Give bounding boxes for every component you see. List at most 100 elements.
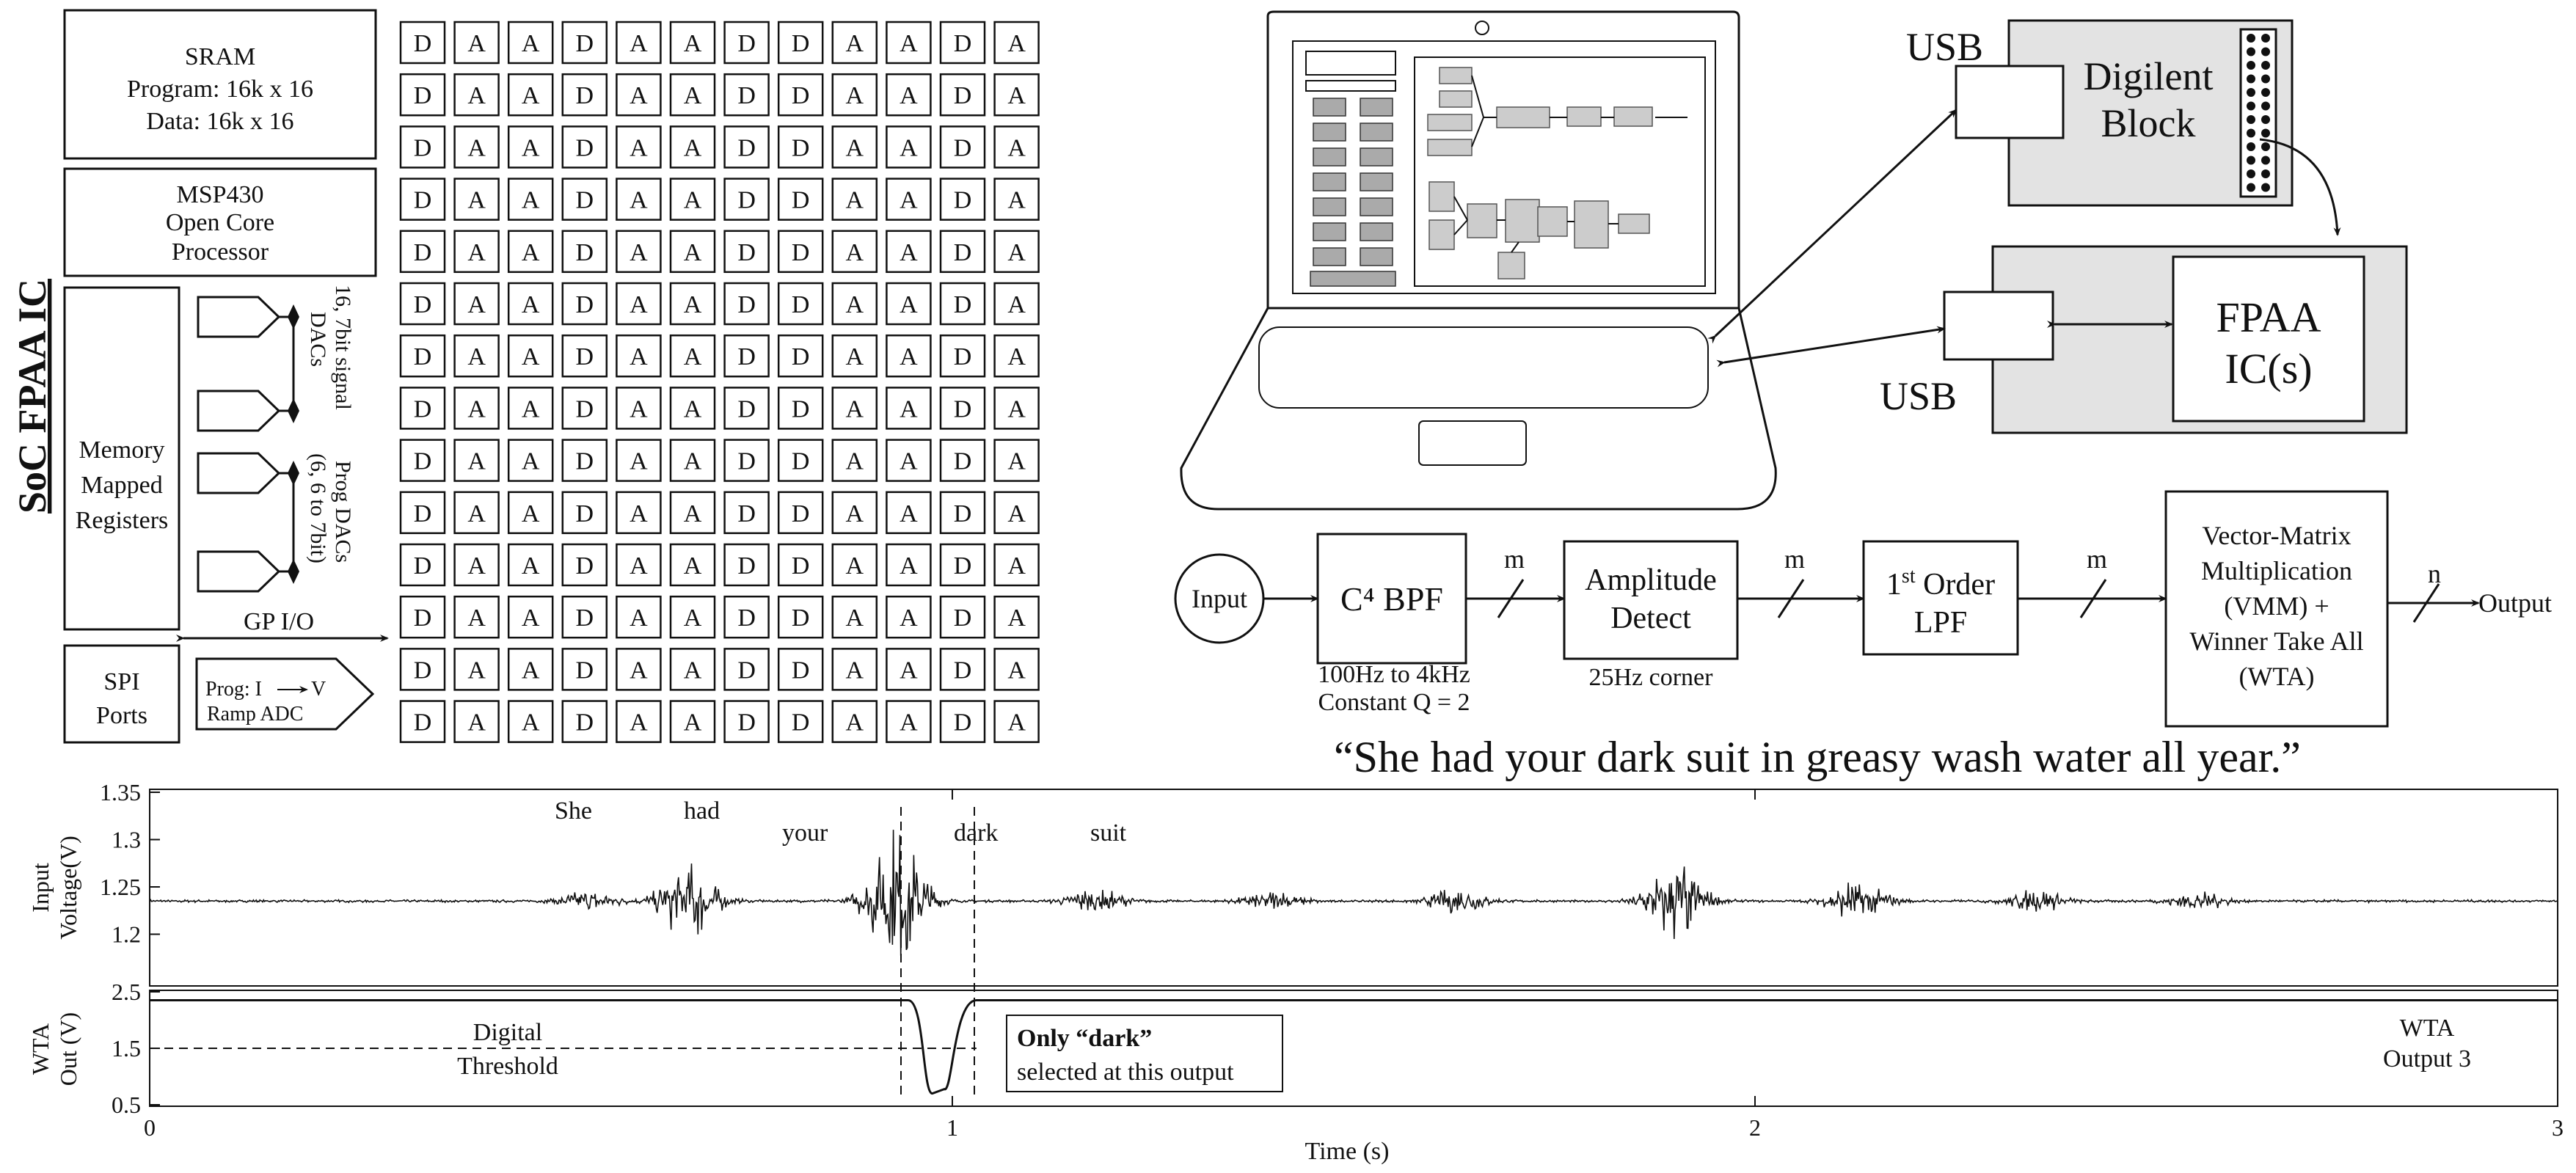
- grid-cell-analog: [453, 700, 500, 743]
- grid-cell-analog: [453, 648, 500, 691]
- grid-cell-letter: A: [900, 291, 918, 318]
- grid-cell-letter: A: [684, 134, 702, 161]
- grid-cell-letter: D: [954, 30, 972, 57]
- grid-cell-analog: [831, 491, 878, 535]
- usb-label-top: USB: [1906, 25, 1983, 69]
- laptop-keyboard: [1258, 326, 1709, 409]
- grid-cell-analog: [886, 491, 932, 535]
- grid-cell-analog: [453, 230, 500, 274]
- grid-cell-analog: [507, 700, 554, 743]
- wta-y-tick-label: 1.5: [112, 1035, 141, 1061]
- msp430-core: Open Core: [166, 209, 274, 236]
- grid-cell-letter: A: [846, 604, 864, 632]
- grid-cell-letter: A: [522, 395, 540, 423]
- grid-cell-digital: [561, 439, 608, 482]
- grid-cell-analog: [507, 543, 554, 587]
- grid-cell-digital: [723, 178, 770, 221]
- grid-cell-analog: [886, 125, 932, 169]
- amp-label-2: Detect: [1610, 602, 1691, 635]
- grid-cell-analog: [993, 491, 1040, 535]
- digilent-label-1: Digilent: [2084, 54, 2214, 98]
- grid-cell-analog: [886, 700, 932, 743]
- grid-cell-digital: [939, 700, 986, 743]
- grid-cell-letter: D: [576, 187, 594, 214]
- grid-cell-letter: A: [630, 604, 648, 632]
- grid-cell-letter: D: [737, 82, 756, 109]
- vmm-wta-block: [2164, 490, 2389, 728]
- grid-cell-letter: A: [846, 500, 864, 527]
- grid-cell-digital: [723, 648, 770, 691]
- grid-cell-letter: A: [1007, 448, 1026, 475]
- grid-cell-letter: A: [846, 239, 864, 266]
- grid-cell-letter: A: [846, 552, 864, 580]
- header-pin: [2261, 34, 2270, 43]
- x-tick-label: 2: [1749, 1114, 1761, 1141]
- registers-line-2: Mapped: [81, 472, 162, 499]
- grid-cell-letter: D: [414, 709, 432, 737]
- grid-cell-letter: A: [630, 82, 648, 109]
- header-pin: [2247, 183, 2255, 192]
- grid-cell-letter: A: [630, 239, 648, 266]
- grid-cell-analog: [886, 73, 932, 117]
- grid-cell-letter: A: [630, 134, 648, 161]
- grid-cell-analog: [507, 491, 554, 535]
- grid-cell-letter: D: [954, 343, 972, 370]
- grid-cell-digital: [399, 439, 446, 482]
- grid-cell-digital: [777, 700, 824, 743]
- grid-cell-analog: [453, 387, 500, 430]
- grid-cell-digital: [561, 230, 608, 274]
- grid-cell-analog: [453, 21, 500, 65]
- grid-cell-digital: [561, 334, 608, 378]
- header-pin: [2247, 115, 2255, 124]
- grid-cell-digital: [399, 21, 446, 65]
- grid-cell-letter: A: [900, 709, 918, 737]
- grid-cell-digital: [561, 73, 608, 117]
- grid-cell-letter: A: [522, 239, 540, 266]
- grid-cell-letter: A: [900, 30, 918, 57]
- grid-cell-analog: [993, 21, 1040, 65]
- grid-cell-analog: [831, 282, 878, 326]
- grid-cell-analog: [669, 73, 716, 117]
- grid-cell-analog: [831, 439, 878, 482]
- grid-cell-letter: A: [522, 82, 540, 109]
- grid-cell-digital: [399, 334, 446, 378]
- grid-cell-letter: A: [630, 552, 648, 580]
- wta-output-trace: [150, 999, 2558, 1095]
- grid-cell-analog: [669, 648, 716, 691]
- word-dark: dark: [954, 819, 998, 847]
- grid-cell-digital: [939, 334, 986, 378]
- grid-cell-analog: [831, 700, 878, 743]
- grid-cell-letter: D: [414, 448, 432, 475]
- input-voltage-plot: 1.351.31.251.2 Input Voltage(V) She had …: [27, 779, 2558, 1097]
- grid-cell-letter: D: [954, 448, 972, 475]
- grid-cell-letter: A: [900, 187, 918, 214]
- grid-cell-letter: A: [900, 82, 918, 109]
- grid-cell-letter: D: [576, 448, 594, 475]
- registers-line-3: Registers: [76, 507, 169, 534]
- grid-cell-digital: [561, 282, 608, 326]
- word-had: had: [684, 797, 720, 825]
- grid-cell-letter: D: [576, 500, 594, 527]
- header-pin: [2247, 156, 2255, 165]
- grid-cell-digital: [777, 73, 824, 117]
- grid-cell-letter: D: [792, 604, 810, 632]
- grid-cell-letter: A: [467, 657, 486, 684]
- grid-cell-digital: [939, 21, 986, 65]
- grid-cell-digital: [399, 595, 446, 639]
- grid-cell-analog: [831, 334, 878, 378]
- grid-cell-digital: [399, 282, 446, 326]
- grid-cell-analog: [507, 439, 554, 482]
- grid-cell-analog: [507, 648, 554, 691]
- grid-cell-letter: D: [954, 187, 972, 214]
- grid-cell-letter: A: [630, 657, 648, 684]
- lpf-label-2: LPF: [1914, 606, 1967, 640]
- grid-cell-analog: [886, 21, 932, 65]
- grid-cell-analog: [507, 230, 554, 274]
- grid-cell-digital: [723, 387, 770, 430]
- grid-cell-letter: A: [846, 448, 864, 475]
- grid-cell-letter: D: [792, 30, 810, 57]
- grid-cell-letter: A: [684, 552, 702, 580]
- grid-cell-digital: [399, 387, 446, 430]
- gpio-label: GP I/O: [244, 608, 314, 635]
- grid-cell-letter: D: [737, 395, 756, 423]
